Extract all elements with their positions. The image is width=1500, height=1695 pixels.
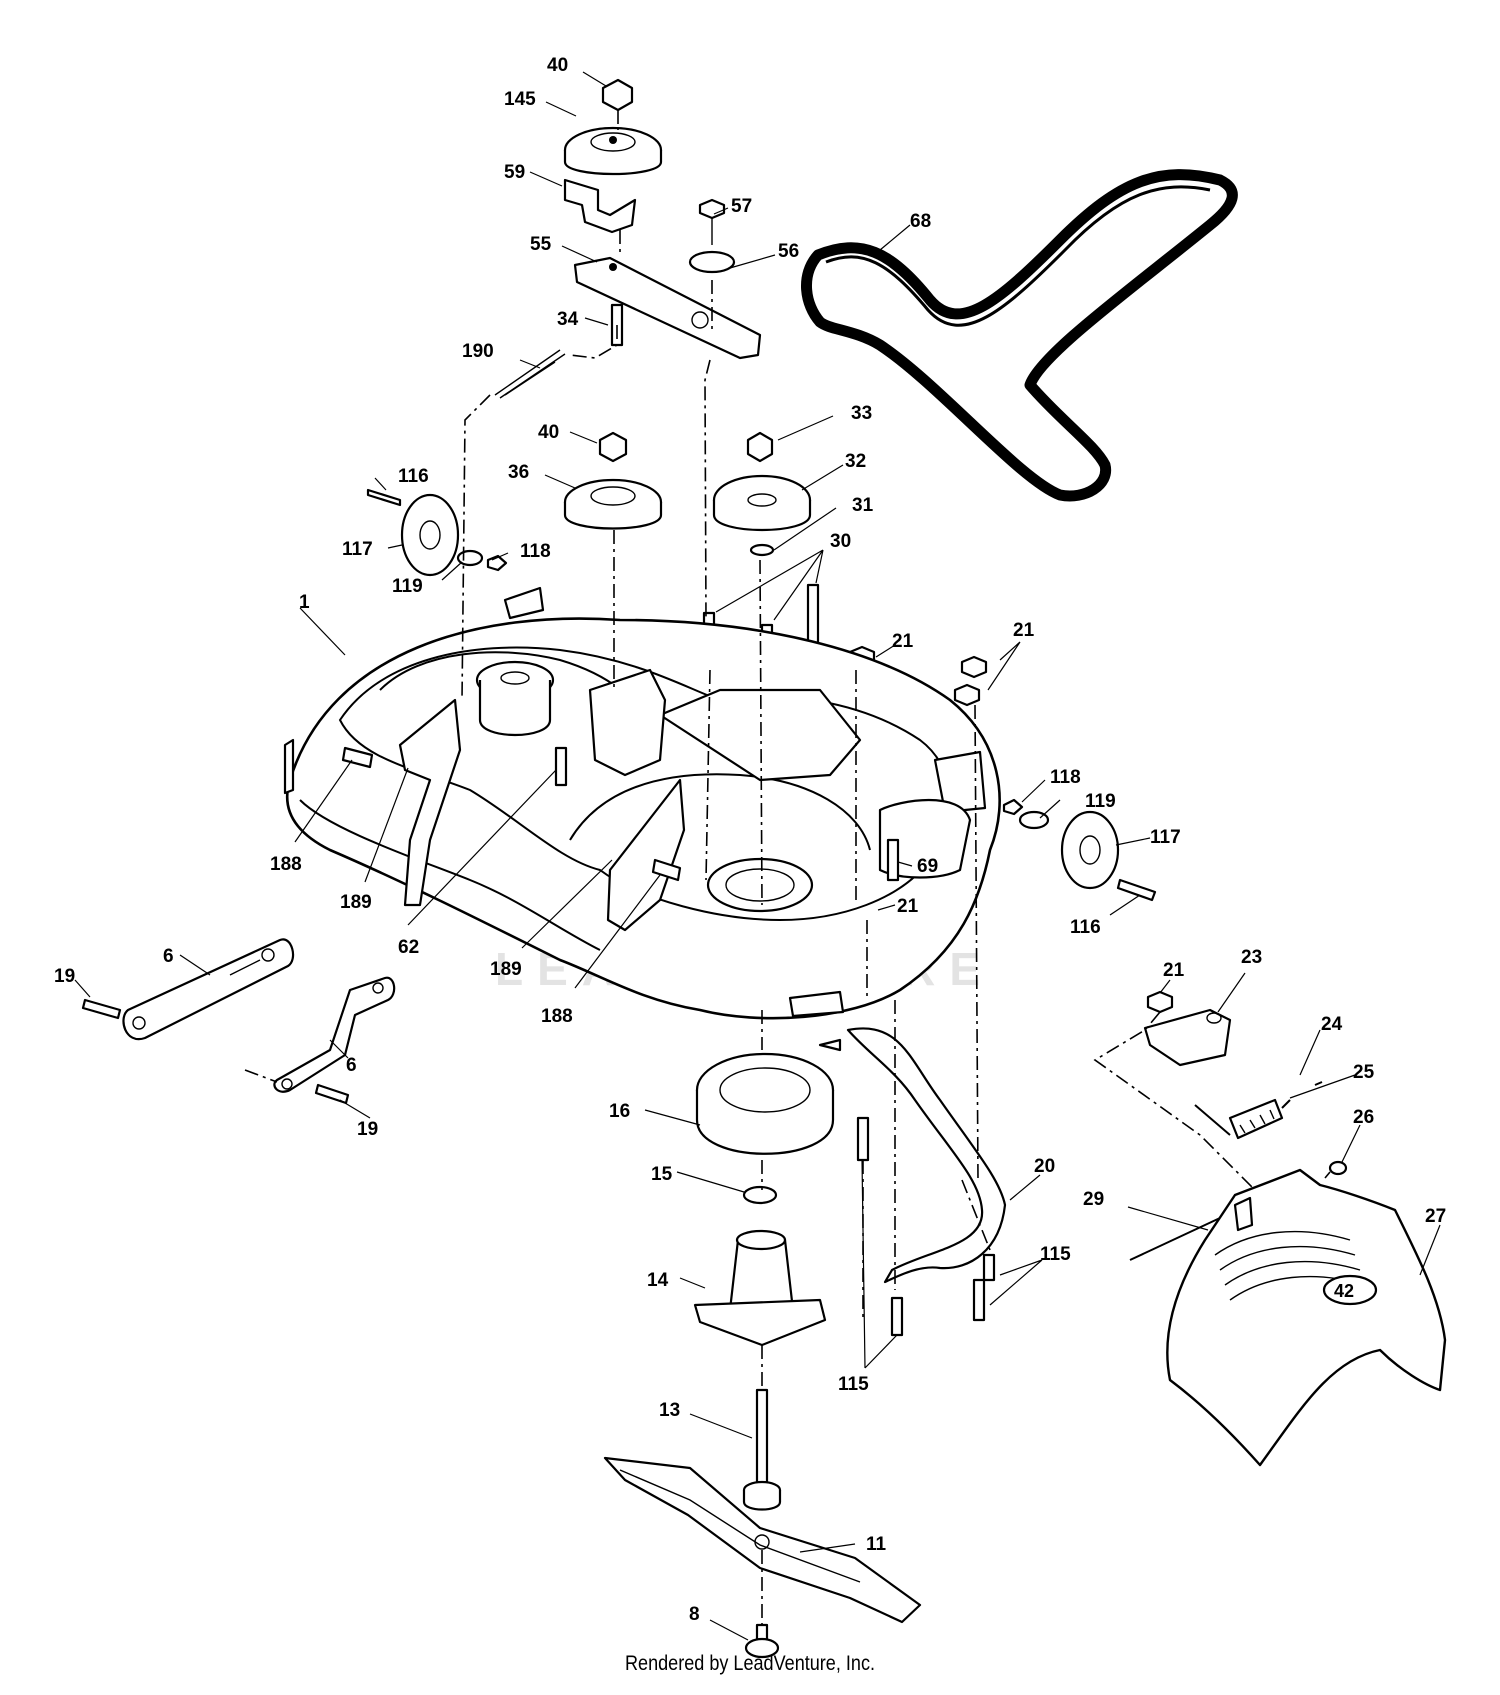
washer-26 — [1328, 1160, 1348, 1176]
bracket-6-right — [273, 976, 396, 1093]
callout-label: 118 — [1050, 767, 1081, 788]
callout-label: 190 — [462, 341, 494, 362]
callout-label: 68 — [910, 211, 931, 232]
callout-label: 6 — [163, 946, 174, 967]
callout-label: 116 — [398, 466, 429, 487]
callout-label: 30 — [830, 531, 851, 552]
discharge-chute-27: 42 — [1166, 1168, 1447, 1467]
callout-label: 55 — [530, 234, 552, 255]
callout-label: 56 — [778, 241, 799, 262]
callout-label: 117 — [1150, 827, 1181, 848]
callout-label: 26 — [1353, 1107, 1374, 1128]
spring-25 — [1194, 1098, 1291, 1140]
callout-label: 14 — [647, 1270, 669, 1291]
callout-label: 119 — [1085, 791, 1116, 812]
bracket-23 — [1143, 1008, 1232, 1067]
bracket-6-left — [122, 938, 295, 1041]
callout-label: 189 — [340, 892, 372, 913]
bolt-19-right — [314, 1083, 350, 1105]
rod-29 — [1129, 1217, 1221, 1261]
pin-24 — [1314, 1081, 1323, 1086]
callout-label: 6 — [346, 1055, 357, 1076]
callout-label: 21 — [897, 896, 919, 917]
spring-190 — [494, 349, 566, 399]
callout-label: 188 — [541, 1006, 573, 1027]
blade-11 — [603, 1456, 922, 1624]
callout-label: 32 — [845, 451, 866, 472]
render-credit: Rendered by LeadVenture, Inc. — [624, 1652, 876, 1675]
callout-label: 118 — [520, 541, 551, 562]
leader-lines — [74, 71, 1441, 1641]
mower-deck-housing — [283, 586, 1001, 1020]
idler-pulley-145 — [563, 78, 663, 176]
assembly-lines — [244, 110, 1331, 1625]
drive-belt — [801, 169, 1238, 502]
callout-label: 119 — [392, 576, 423, 597]
callout-label: 29 — [1083, 1189, 1104, 1210]
bolt-19-left — [81, 998, 122, 1020]
callout-label: 34 — [557, 309, 579, 330]
spindle-shaft-13 — [742, 1388, 782, 1511]
callout-label: 25 — [1353, 1062, 1375, 1083]
callout-label: 115 — [1040, 1244, 1071, 1265]
callout-label: 8 — [689, 1604, 700, 1625]
bolt-69 — [886, 838, 900, 882]
bracket-59 — [563, 178, 637, 234]
bearing-15 — [742, 1185, 778, 1205]
callout-label: 20 — [1034, 1156, 1055, 1177]
spindle-pulley-32 — [712, 431, 812, 557]
callout-label: 59 — [504, 162, 525, 183]
callout-label: 27 — [1425, 1206, 1446, 1227]
bolt-188-right — [651, 858, 682, 882]
callout-label: 188 — [270, 854, 302, 875]
callout-label: 31 — [852, 495, 874, 516]
callout-label: 62 — [398, 937, 419, 958]
spacer-16 — [695, 1052, 835, 1155]
svg-text:42: 42 — [1334, 1281, 1354, 1301]
callout-label: 33 — [851, 403, 872, 424]
callout-label: 1 — [299, 592, 310, 613]
callout-label: 69 — [917, 856, 938, 877]
blade-bolt-8 — [744, 1623, 780, 1659]
callout-label: 40 — [538, 422, 559, 443]
callout-label: 21 — [892, 631, 914, 652]
callout-label: 11 — [866, 1534, 887, 1555]
callout-label: 19 — [54, 966, 75, 987]
callout-label: 24 — [1321, 1014, 1343, 1035]
callout-label: 57 — [731, 196, 752, 217]
gauge-wheel-right — [1002, 798, 1157, 902]
bolt-62 — [554, 746, 568, 787]
callout-label: 116 — [1070, 917, 1101, 938]
callout-label: 36 — [508, 462, 529, 483]
callout-label: 145 — [504, 89, 536, 110]
callout-label: 115 — [838, 1374, 869, 1395]
idler-pulley-36 — [563, 431, 663, 530]
callout-label: 189 — [490, 959, 522, 980]
bolts-115 — [856, 1116, 996, 1337]
callout-label: 19 — [357, 1119, 378, 1140]
callout-label: 117 — [342, 539, 373, 560]
callout-label: 16 — [609, 1101, 630, 1122]
gauge-wheel-left — [366, 488, 508, 577]
callout-label: 40 — [547, 55, 568, 76]
callout-label: 21 — [1013, 620, 1035, 641]
washer-56 — [688, 250, 736, 274]
bolt-57 — [698, 198, 726, 245]
bolt-188-left — [341, 746, 374, 769]
callout-label: 15 — [651, 1164, 673, 1185]
callout-label: 13 — [659, 1400, 680, 1421]
callout-label: 21 — [1163, 960, 1185, 981]
callout-label: 23 — [1241, 947, 1262, 968]
callout-labels: 40 145 59 57 55 56 68 34 190 40 33 36 32… — [54, 55, 1446, 1625]
spindle-housing-14 — [693, 1229, 827, 1347]
belt-guard-20 — [846, 1027, 1007, 1284]
idler-arm-55 — [573, 256, 762, 360]
